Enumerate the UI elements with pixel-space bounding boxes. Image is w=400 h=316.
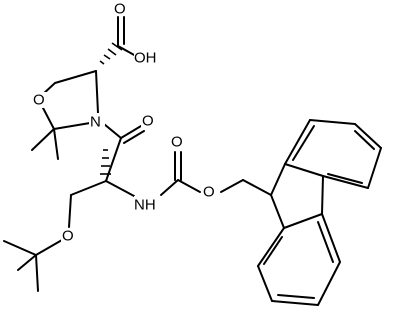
bond-tBuC-me1	[3, 240, 37, 256]
fl-up-3	[354, 123, 382, 149]
bond-etherO-tBuC	[35, 239, 63, 256]
fl-c9-c8a	[270, 194, 285, 229]
bond-ringC2-methyl1	[31, 128, 55, 151]
label-ring-o: O	[32, 92, 48, 109]
stereo-hash-4	[107, 48, 117, 56]
label-carboxyl-oh: OH	[134, 50, 158, 67]
fl-lo-4	[317, 261, 341, 306]
fl-lo-db2	[277, 294, 315, 299]
bond-Oester-CH2	[220, 179, 244, 193]
svg-text:O: O	[203, 184, 215, 201]
label-amide-o: O	[141, 113, 157, 130]
bond-CH2-C9	[242, 179, 272, 196]
fl-lo-2	[257, 265, 273, 302]
fl-lo-db3	[317, 221, 334, 263]
fl-lo-1	[257, 227, 285, 267]
bond-ringN-ringC4	[95, 70, 99, 114]
bond-CH2-etherO	[68, 194, 72, 228]
fl-up-2	[309, 119, 356, 125]
fl-c8a-c4b	[283, 213, 323, 229]
fl-c9a-c4a	[284, 163, 324, 177]
svg-text:O: O	[142, 113, 154, 130]
svg-text:NH: NH	[134, 197, 156, 214]
bond-amideC-O-b	[123, 130, 145, 144]
svg-text:O: O	[114, 1, 126, 18]
label-ring-n: N	[89, 113, 105, 131]
label-carbamate-o-ester: O	[202, 184, 219, 201]
fl-up-4	[367, 147, 382, 189]
svg-text:N: N	[90, 114, 101, 131]
fl-c4a-c4b	[321, 175, 324, 215]
bond-ringC2-ringN	[53, 122, 91, 130]
bond-tBuC-me3	[35, 254, 39, 292]
bond-ringC4-ringC5	[54, 70, 97, 84]
stereo-hash-2	[99, 60, 105, 65]
bond-ringC2-methyl2	[53, 128, 59, 160]
fl-up-db1	[292, 125, 315, 161]
bond-amideC-O-a	[120, 125, 142, 139]
bond-ringN-amideC	[103, 123, 122, 139]
fl-c9-c9a	[270, 163, 286, 196]
bond-tBuC-me2	[17, 254, 37, 271]
bond-carbamateC-Oester	[177, 179, 201, 193]
fl-lo-db1	[263, 236, 283, 265]
bond-ringO-ringC2	[41, 105, 55, 130]
label-carboxyl-o: O	[113, 0, 129, 18]
fl-lo-3	[271, 300, 319, 306]
svg-text:OH: OH	[134, 50, 157, 67]
stereo-hash-5	[111, 42, 123, 51]
fl-up-db3	[327, 173, 363, 184]
label-carbamate-o-top: O	[170, 134, 186, 151]
stereo-hash-3	[103, 54, 111, 60]
svg-text:O: O	[62, 228, 74, 245]
label-nh: NH	[134, 196, 161, 214]
bond-alpha-NH	[105, 180, 135, 197]
fl-lo-5	[321, 213, 341, 263]
bond-alpha-CH2	[70, 180, 107, 196]
fl-up-db2	[354, 130, 375, 150]
svg-text:O: O	[33, 92, 45, 109]
fl-up-5	[322, 175, 369, 189]
bond-cooh-carbon-oh	[117, 45, 137, 57]
bond-NH-carbamateC	[160, 179, 179, 196]
svg-text:O: O	[171, 134, 183, 151]
label-ether-o: O	[61, 228, 78, 245]
fl-up-1	[284, 119, 311, 165]
